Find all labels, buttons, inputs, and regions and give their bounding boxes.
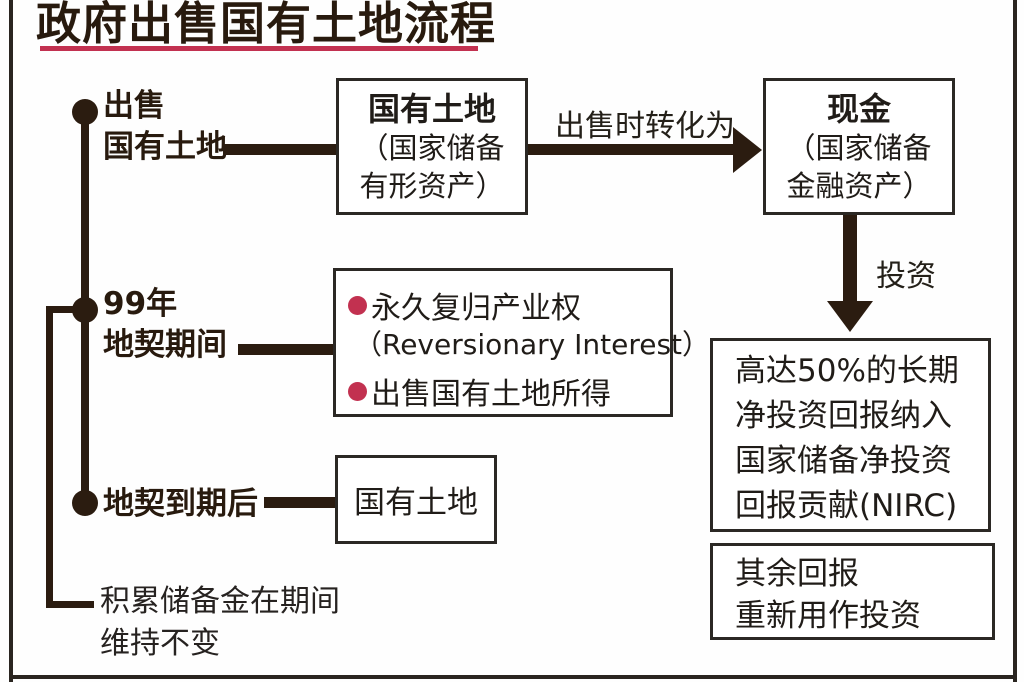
- box-expired-land: 国有土地: [335, 455, 497, 544]
- timeline-label-sell-land-line2: 国有土地: [103, 129, 227, 165]
- lease-item-reversionary-text: 永久复归产业权: [371, 291, 581, 326]
- arrow-invest-shaft: [843, 215, 857, 303]
- box-cash-line3: 金融资产）: [786, 169, 932, 203]
- red-bullet-icon: [348, 381, 367, 401]
- timeline-dot-1: [72, 99, 98, 125]
- box-nirc-line1: 高达50%的长期: [735, 353, 959, 389]
- timeline-label-sell-land: 出售 国有土地: [103, 86, 227, 168]
- connector-lease-to-box: [238, 344, 335, 355]
- timeline-note-line2: 维持不变: [100, 626, 220, 661]
- arrow-invest-head-icon: [827, 301, 873, 332]
- arrow-sale-head-icon: [733, 127, 762, 173]
- box-cash-title: 现金: [826, 90, 891, 128]
- box-nirc-text: 高达50%的长期 净投资回报纳入 国家储备净投资 回报贡献(NIRC): [713, 341, 988, 529]
- box-lease-details: 永久复归产业权 （Reversionary Interest） 出售国有土地所得: [333, 268, 710, 417]
- arrow-sale-label: 出售时转化为: [555, 109, 735, 144]
- branch-bottom-segment: [46, 601, 94, 608]
- box-nirc-line3: 国家储备净投资: [735, 443, 952, 479]
- box-state-land-line3: 有形资产）: [359, 169, 505, 203]
- box-cash: 现金 （国家储备 金融资产）: [763, 78, 955, 215]
- branch-vertical-segment: [46, 306, 53, 608]
- arrow-invest-label: 投资: [876, 259, 936, 294]
- box-cash-line2: （国家储备: [786, 131, 932, 165]
- arrow-sale-shaft: [528, 144, 735, 155]
- timeline-label-lease-period: 99年 地契期间: [103, 284, 227, 366]
- lease-item-proceeds-text: 出售国有土地所得: [371, 377, 611, 412]
- timeline-note-reserves: 积累储备金在期间 维持不变: [100, 581, 340, 665]
- timeline-label-lease-expired: 地契到期后: [103, 486, 258, 522]
- box-state-land-title: 国有土地: [367, 90, 496, 128]
- title-underline: [40, 46, 478, 51]
- frame-left-border: [9, 0, 13, 682]
- connector-expired-to-box: [264, 497, 337, 508]
- lease-item-reversionary: 永久复归产业权: [348, 283, 581, 327]
- red-bullet-icon: [348, 295, 367, 315]
- frame-bottom-border: [9, 675, 1017, 679]
- timeline-label-lease-period-line1: 99年: [103, 286, 178, 322]
- box-remaining-line2: 重新用作投资: [735, 598, 921, 634]
- timeline-dot-3: [72, 490, 98, 516]
- lease-item-proceeds: 出售国有土地所得: [348, 369, 611, 413]
- branch-top-segment: [46, 306, 78, 313]
- box-expired-land-label: 国有土地: [354, 485, 478, 521]
- box-nirc: 高达50%的长期 净投资回报纳入 国家储备净投资 回报贡献(NIRC): [710, 338, 991, 532]
- lease-item-reversionary-english: （Reversionary Interest）: [354, 328, 711, 361]
- box-state-land: 国有土地 （国家储备 有形资产）: [336, 78, 528, 215]
- timeline-label-lease-period-line2: 地契期间: [103, 327, 227, 363]
- connector-sell-to-box: [223, 144, 337, 155]
- box-nirc-line4: 回报贡献(NIRC): [735, 488, 958, 524]
- box-nirc-line2: 净投资回报纳入: [735, 398, 952, 434]
- frame-right-border: [1013, 0, 1017, 682]
- box-remaining-line1: 其余回报: [735, 556, 859, 592]
- page-title: 政府出售国有土地流程: [36, 0, 497, 50]
- box-state-land-line2: （国家储备: [359, 131, 505, 165]
- box-remaining-returns: 其余回报 重新用作投资: [710, 543, 995, 640]
- timeline-note-line1: 积累储备金在期间: [100, 584, 340, 619]
- timeline-label-sell-land-line1: 出售: [103, 88, 165, 124]
- box-remaining-text: 其余回报 重新用作投资: [713, 546, 992, 637]
